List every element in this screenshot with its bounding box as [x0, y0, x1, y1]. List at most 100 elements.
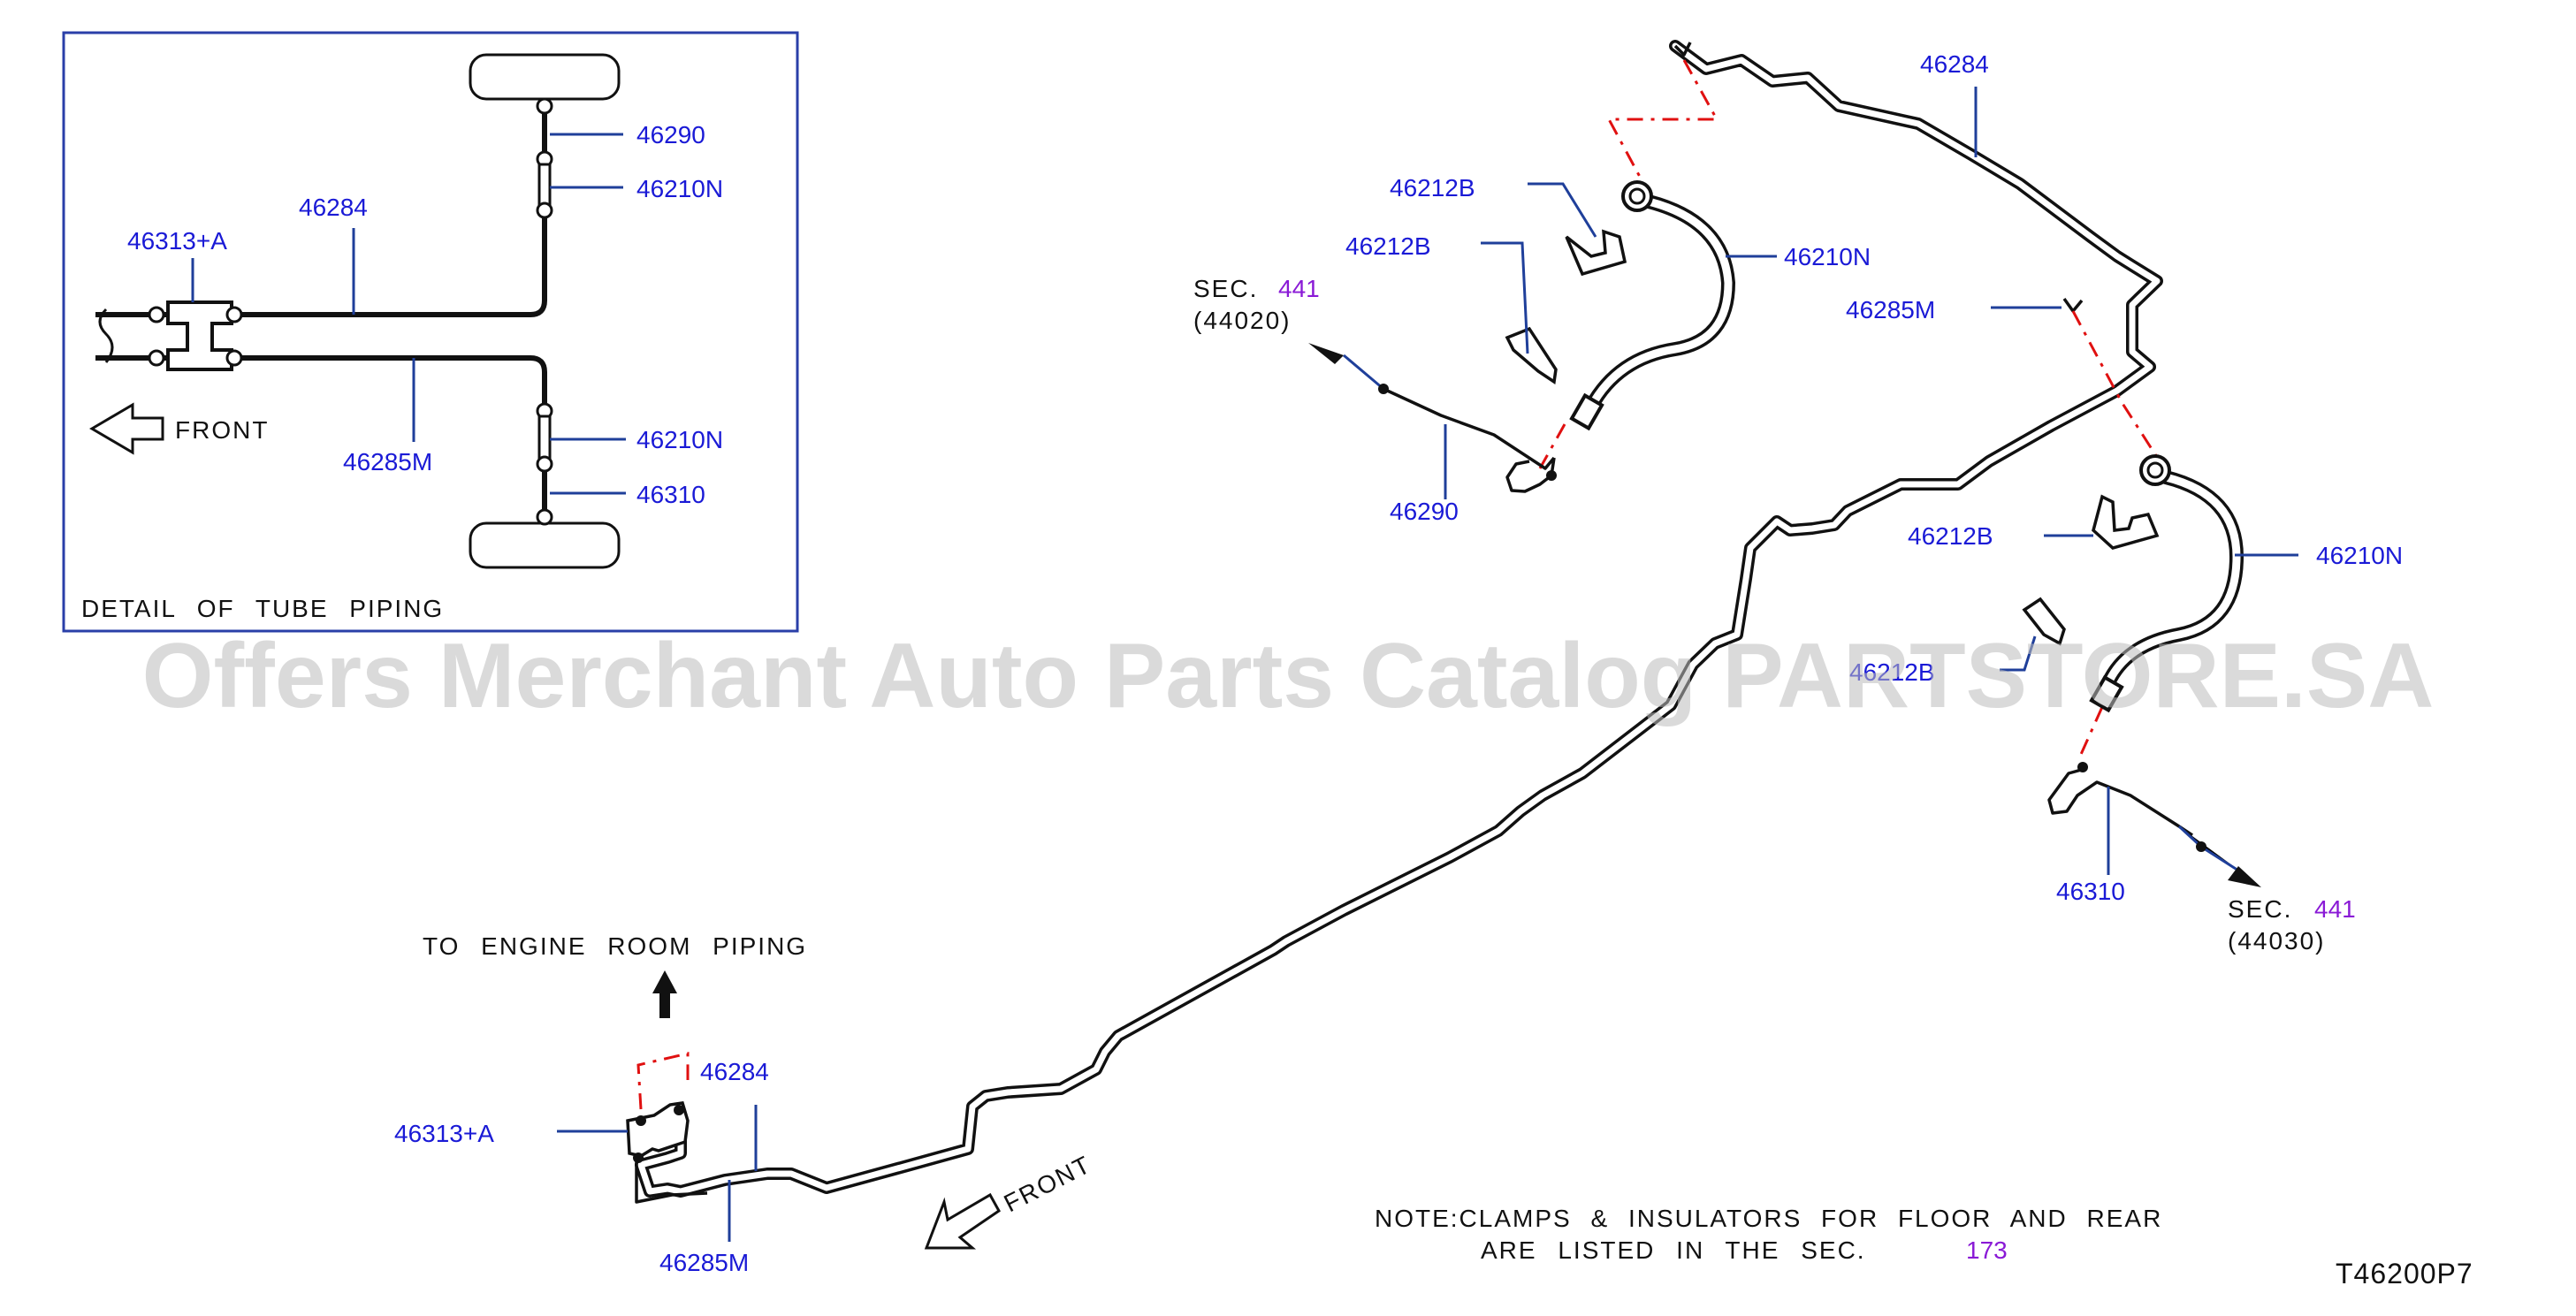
- main-front-arrow-icon: [924, 1192, 1001, 1250]
- label-46212b-2: 46212B: [1345, 232, 1431, 260]
- joint-dot: [1546, 470, 1557, 481]
- leader-line: [1528, 182, 1597, 238]
- label-46310: 46310: [2056, 878, 2125, 905]
- detail-box: 46290 46210N 46284 46313+A 46285M 46210N…: [62, 31, 799, 633]
- connector-46313a: [626, 1101, 690, 1163]
- label-46290: 46290: [1390, 498, 1459, 525]
- small-tubes: [1308, 343, 2261, 887]
- connection-lines: [636, 59, 2163, 1110]
- detail-rear-wheel: [469, 521, 621, 569]
- detail-connector: [166, 300, 233, 371]
- hose-body-inner: [1587, 197, 1733, 411]
- detail-joint: [536, 97, 553, 115]
- note-line-1: NOTE:CLAMPS & INSULATORS FOR FLOOR AND R…: [1375, 1205, 2162, 1232]
- connection-line: [636, 1052, 690, 1110]
- detail-front-wheel: [469, 53, 621, 101]
- joint-dot: [1378, 384, 1389, 394]
- detail-label-46290: 46290: [636, 121, 705, 148]
- main-tubes: [635, 40, 2163, 1204]
- tube-notch: [2062, 297, 2084, 313]
- detail-joint: [536, 202, 553, 219]
- note-sec-number: 173: [1966, 1236, 2008, 1264]
- detail-label-46310: 46310: [636, 481, 705, 508]
- hose-46210n-lower: [2089, 454, 2244, 713]
- clip-icon: [1565, 229, 1627, 277]
- joint-dot: [633, 1152, 644, 1163]
- joint-dot: [636, 1115, 646, 1126]
- tube-46285m-end: [635, 1140, 708, 1204]
- hose-end-fitting: [1569, 392, 1604, 431]
- hose-46210n-upper: [1569, 180, 1736, 431]
- label-46285m-bottom: 46285M: [659, 1249, 749, 1276]
- engine-room-arrow-icon: [652, 970, 677, 1018]
- joint-dot: [2077, 762, 2088, 772]
- tube-notch: [1673, 42, 1692, 57]
- detail-frame: [62, 31, 799, 633]
- tube-46290: [1383, 387, 1556, 470]
- hose-fitting: [1628, 187, 1646, 205]
- joint-dot: [674, 1105, 684, 1115]
- sec-right-number: 441: [2314, 895, 2356, 923]
- detail-joint: [536, 508, 553, 526]
- label-46210n-1: 46210N: [1784, 243, 1871, 270]
- label-46212b-3: 46212B: [1908, 522, 1993, 550]
- connection-line: [1606, 59, 1719, 178]
- hose-fitting: [2146, 461, 2164, 479]
- detail-upper-line: [95, 106, 547, 317]
- connection-line: [1538, 423, 1566, 469]
- note-line-2: ARE LISTED IN THE SEC.: [1481, 1236, 1866, 1264]
- clip-icon: [1505, 326, 1558, 384]
- detail-lower-line: [95, 355, 547, 517]
- sec-left-number: 441: [1278, 275, 1320, 302]
- sec-left-code: (44020): [1193, 307, 1292, 334]
- main-leaders: [557, 87, 2298, 1242]
- detail-label-46285m: 46285M: [343, 448, 432, 475]
- leader-line: [2000, 635, 2037, 672]
- label-46285m-top: 46285M: [1846, 296, 1935, 323]
- detail-front-arrow-icon: [89, 402, 164, 455]
- connection-line: [2071, 310, 2163, 465]
- tube-46290-lead: [1343, 354, 1384, 391]
- sec-left-prefix: SEC.: [1193, 275, 1258, 302]
- label-46212b-1: 46212B: [1390, 174, 1475, 202]
- main-front-text: FRONT: [1000, 1150, 1096, 1217]
- detail-front-text: FRONT: [175, 416, 269, 444]
- hose-end-fitting: [2089, 674, 2124, 713]
- detail-joint: [536, 455, 553, 473]
- clip-icon: [2092, 494, 2160, 550]
- connection-line: [2077, 706, 2104, 759]
- detail-joint: [225, 349, 243, 367]
- label-46284-bottom: 46284: [700, 1058, 769, 1085]
- sec-right-code: (44030): [2228, 927, 2326, 955]
- sec-right-arrow-icon: [2228, 866, 2261, 887]
- detail-title: DETAIL OF TUBE PIPING: [81, 595, 444, 622]
- sec-right-prefix: SEC.: [2228, 895, 2292, 923]
- detail-label-46210n-lower: 46210N: [636, 426, 723, 453]
- watermark-text: Offers Merchant Auto Parts Catalog PARTS…: [142, 625, 2435, 727]
- tube-46310-lead: [2177, 825, 2246, 877]
- tube-46284: [635, 40, 2163, 1198]
- detail-joint: [148, 349, 165, 367]
- detail-label-46210n-upper: 46210N: [636, 175, 723, 202]
- detail-cut-end: [98, 308, 114, 363]
- detail-label-46313a: 46313+A: [127, 227, 227, 255]
- leader-line: [1481, 241, 1529, 354]
- label-46313a: 46313+A: [394, 1120, 494, 1147]
- tube-46284-inner: [637, 42, 2161, 1195]
- diagram-code: T46200P7: [2336, 1258, 2473, 1289]
- detail-joint: [148, 306, 165, 323]
- clip-icon: [2022, 597, 2066, 646]
- label-46210n-2: 46210N: [2316, 542, 2403, 569]
- main-labels: 46284 46212B 46212B 46210N 46285M 46290 …: [394, 50, 2473, 1289]
- label-46212b-4: 46212B: [1849, 658, 1935, 686]
- detail-hose: [537, 415, 552, 460]
- engine-room-text: TO ENGINE ROOM PIPING: [423, 932, 807, 960]
- detail-hose: [537, 163, 552, 207]
- detail-joint: [225, 306, 243, 323]
- detail-label-46284: 46284: [299, 194, 368, 221]
- joint-dot: [2196, 841, 2206, 852]
- tube-46310: [2047, 767, 2193, 837]
- sec-left-arrow-icon: [1308, 343, 1344, 364]
